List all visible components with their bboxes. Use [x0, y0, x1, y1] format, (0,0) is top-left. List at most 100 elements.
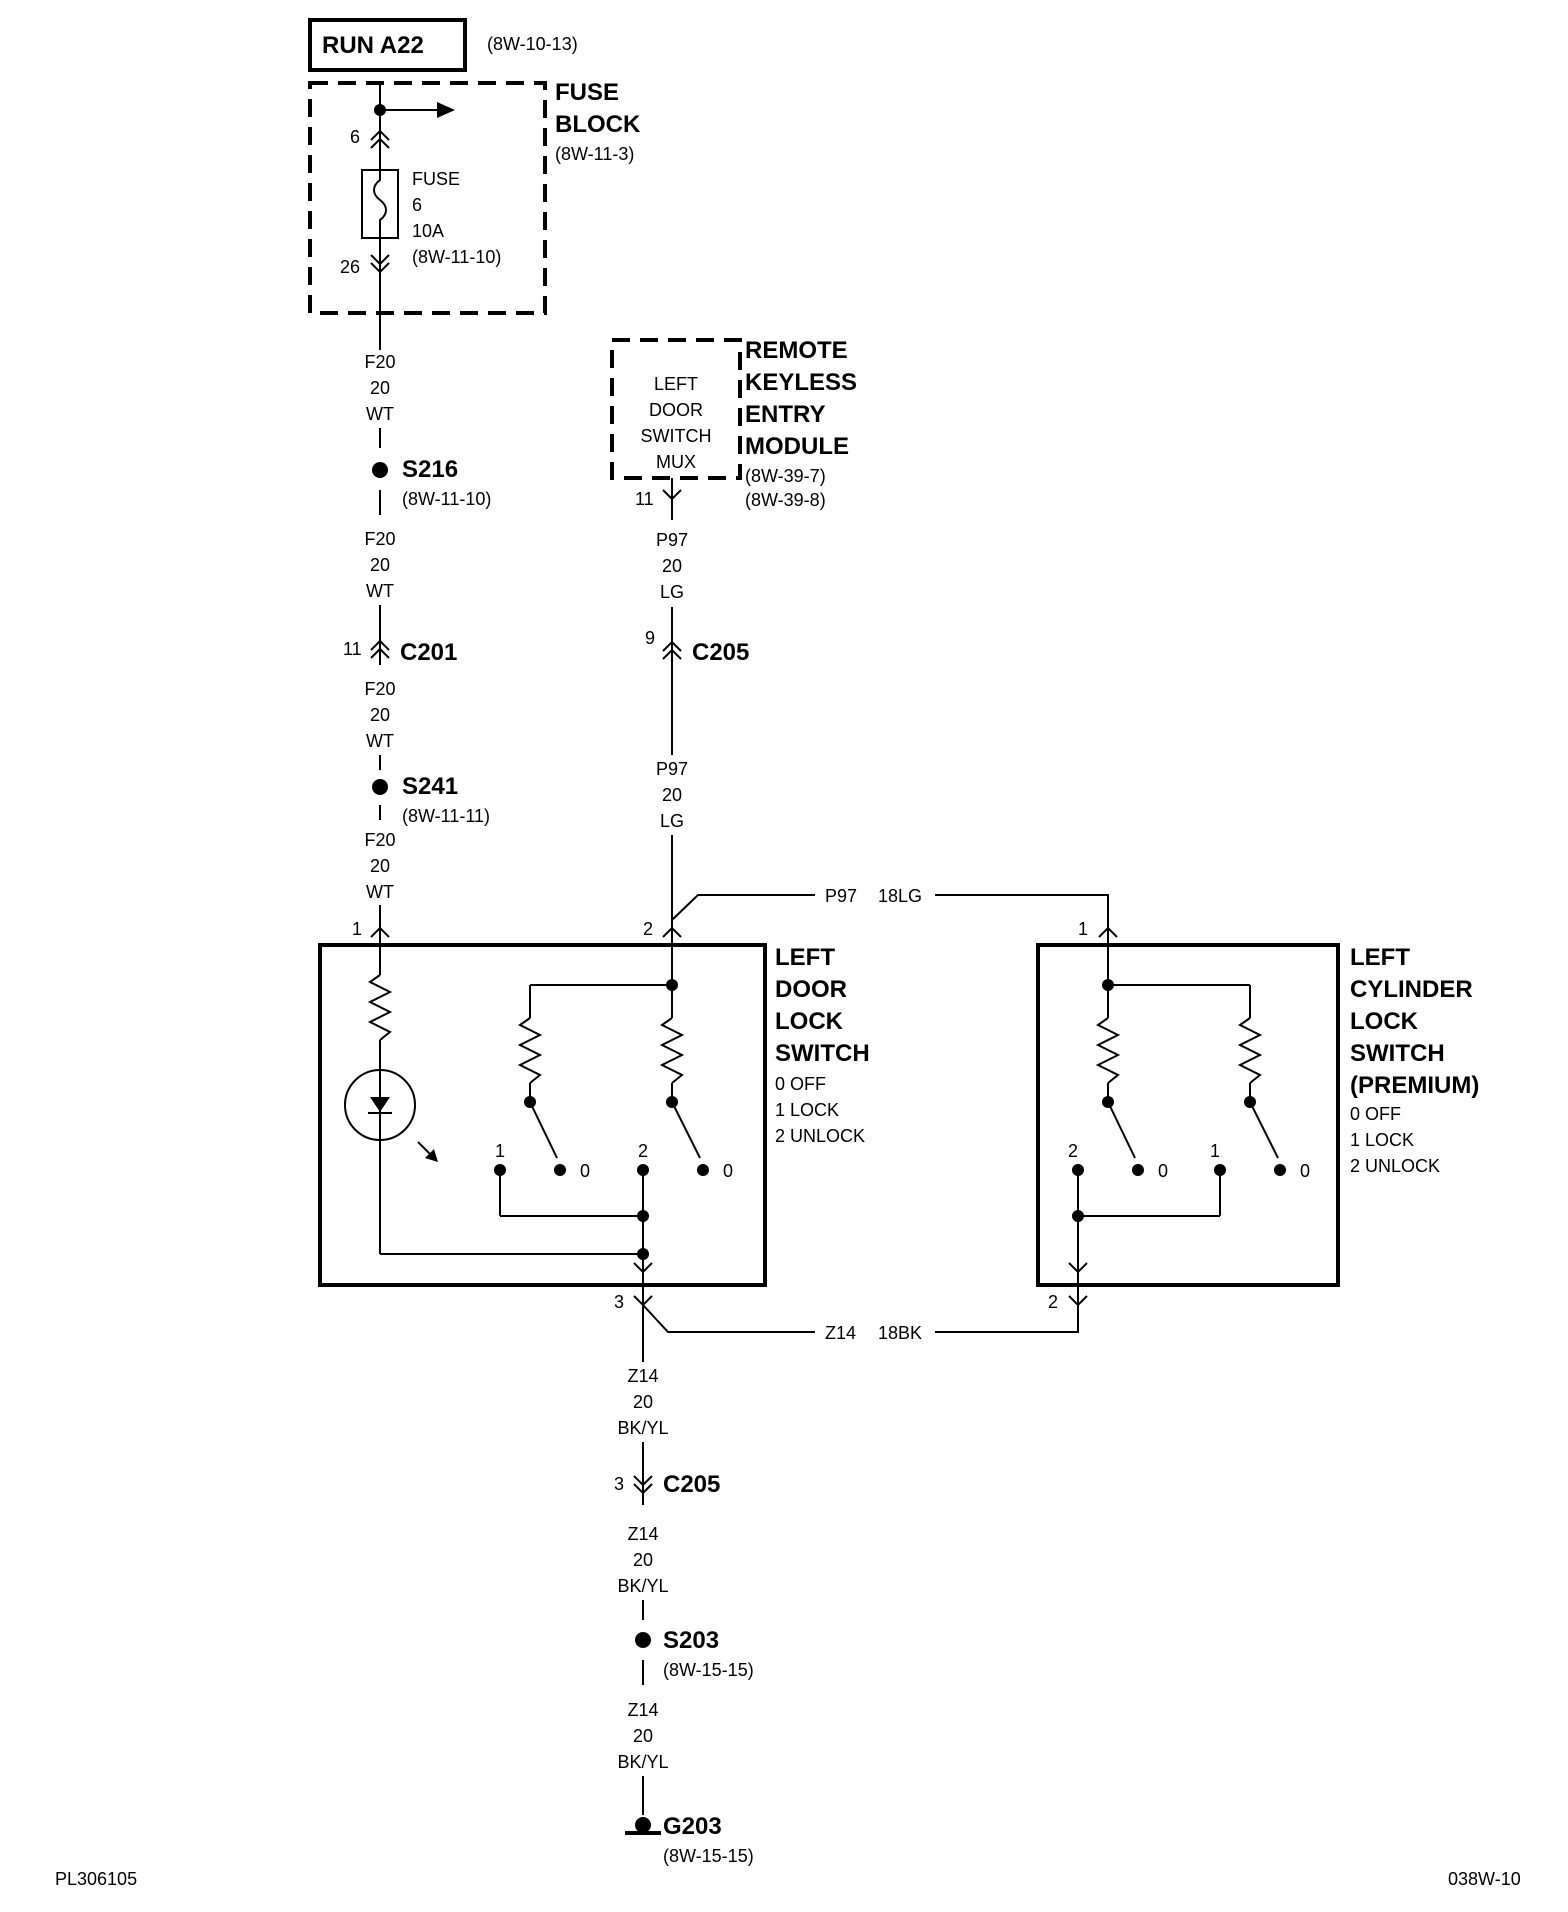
switch-position: 0 — [580, 1161, 590, 1181]
ground-ref: (8W-15-15) — [663, 1846, 754, 1866]
wire-label: P97 — [656, 530, 688, 550]
switch-position: 2 — [1068, 1141, 1078, 1161]
splice-ref: (8W-15-15) — [663, 1660, 754, 1680]
splice-s216 — [372, 462, 388, 478]
resistor-icon — [659, 1017, 685, 1084]
wire-label: 20 — [662, 785, 682, 805]
switch-position: 0 — [723, 1161, 733, 1181]
switch-title: LEFT — [1350, 944, 1410, 971]
fuse-label-2: 6 — [412, 195, 422, 215]
switch-legend: 1 LOCK — [1350, 1130, 1414, 1150]
left-cylinder-lock-switch: LEFT CYLINDER LOCK SWITCH (PREMIUM) 0 OF… — [1036, 943, 1479, 1287]
resistor-icon — [1095, 1017, 1121, 1084]
rke-title: MODULE — [745, 433, 849, 460]
splice-label: S216 — [402, 456, 458, 483]
switch-legend: 0 OFF — [775, 1074, 826, 1094]
switch-position: 0 — [1300, 1161, 1310, 1181]
fuse-block: FUSE BLOCK (8W-11-3) 6 FUSE 6 10A (8W-11… — [308, 79, 641, 315]
switch-title: LOCK — [1350, 1008, 1419, 1035]
switch-title: CYLINDER — [1350, 976, 1473, 1003]
remote-keyless-entry-module: LEFT DOOR SWITCH MUX REMOTE KEYLESS ENTR… — [610, 337, 857, 520]
switch-position: 1 — [1210, 1141, 1220, 1161]
jumper-circuit: Z14 — [825, 1323, 856, 1343]
rke-inner-label: DOOR — [649, 400, 703, 420]
wire-label: 20 — [370, 555, 390, 575]
wire-label: WT — [366, 882, 394, 902]
switch-position: 0 — [1158, 1161, 1168, 1181]
jumper-size: 18BK — [878, 1323, 922, 1343]
switch-title: SWITCH — [775, 1040, 870, 1067]
fuse-block-ref: (8W-11-3) — [555, 144, 634, 164]
connector-pin: 3 — [614, 1292, 624, 1312]
splice-s241 — [372, 779, 388, 795]
rke-inner-label: MUX — [656, 452, 696, 472]
fuse-label-3: 10A — [412, 221, 444, 241]
switch-blade — [529, 1101, 558, 1159]
wire-label: Z14 — [627, 1700, 658, 1720]
wire-label: WT — [366, 731, 394, 751]
wire-label: WT — [366, 404, 394, 424]
fuse-label-1: FUSE — [412, 169, 460, 189]
p97-circuit: P97 20 LG 9 C205 P97 20 LG 2 P97 18LG 1 — [643, 530, 1118, 945]
connector-pin: 9 — [645, 628, 655, 648]
ground-label: G203 — [663, 1813, 722, 1840]
switch-legend: 0 OFF — [1350, 1104, 1401, 1124]
rke-ref: (8W-39-7) — [745, 466, 826, 486]
connector-pin: 1 — [352, 919, 362, 939]
switch-title: LOCK — [775, 1008, 844, 1035]
splice-s203 — [635, 1632, 651, 1648]
connector-pin: 2 — [643, 919, 653, 939]
connector-pin: 11 — [635, 489, 654, 509]
switch-position: 2 — [638, 1141, 648, 1161]
resistor-icon — [517, 1017, 543, 1084]
connector-pin: 3 — [614, 1474, 624, 1494]
splice-ref: (8W-11-11) — [402, 806, 490, 826]
wire-label: WT — [366, 581, 394, 601]
rke-inner-label: LEFT — [654, 374, 698, 394]
run-label: RUN A22 — [322, 32, 424, 59]
switch-title: LEFT — [775, 944, 835, 971]
fuse-block-title-1: FUSE — [555, 79, 619, 106]
resistor-icon — [367, 974, 393, 1041]
connector-pin: 2 — [1048, 1292, 1058, 1312]
switch-legend: 1 LOCK — [775, 1100, 839, 1120]
switch-title: SWITCH — [1350, 1040, 1445, 1067]
connector-pin: 1 — [1078, 919, 1088, 939]
jumper-circuit: P97 — [825, 886, 857, 906]
fuse-pin-in: 6 — [350, 127, 360, 147]
wire-label: 20 — [370, 856, 390, 876]
wire-label: F20 — [364, 529, 395, 549]
switch-title: (PREMIUM) — [1350, 1072, 1479, 1099]
connector-c205: C205 — [692, 639, 749, 666]
rke-ref: (8W-39-8) — [745, 490, 826, 510]
wire-label: LG — [660, 811, 684, 831]
wire-label: BK/YL — [617, 1752, 668, 1772]
switch-position: 1 — [495, 1141, 505, 1161]
wire-label: BK/YL — [617, 1576, 668, 1596]
wire-label: BK/YL — [617, 1418, 668, 1438]
rke-title: ENTRY — [745, 401, 825, 428]
wire-label: F20 — [364, 352, 395, 372]
page-code-right: 038W-10 — [1448, 1869, 1521, 1889]
connector-c201: C201 — [400, 639, 457, 666]
run-ref: (8W-10-13) — [487, 34, 578, 54]
wire-label: 20 — [633, 1726, 653, 1746]
wire-label: F20 — [364, 679, 395, 699]
figure-code-left: PL306105 — [55, 1869, 137, 1889]
wire-label: 20 — [370, 705, 390, 725]
wire-label: 20 — [370, 378, 390, 398]
rke-title: REMOTE — [745, 337, 848, 364]
wire-label: 20 — [662, 556, 682, 576]
splice-ref: (8W-11-10) — [402, 489, 491, 509]
run-a22-block: RUN A22 (8W-10-13) — [308, 18, 578, 72]
wire-label: Z14 — [627, 1366, 658, 1386]
z14-circuit: 3 Z14 18BK 2 Z14 20 BK/YL 3 C205 Z14 20 … — [614, 1285, 1088, 1866]
wire-label: 20 — [633, 1392, 653, 1412]
switch-legend: 2 UNLOCK — [1350, 1156, 1440, 1176]
wire-label: 20 — [633, 1550, 653, 1570]
arrow-right-icon — [437, 102, 455, 118]
switch-blade — [1249, 1101, 1279, 1159]
wire-label: LG — [660, 582, 684, 602]
connector-pin: 11 — [343, 639, 362, 659]
